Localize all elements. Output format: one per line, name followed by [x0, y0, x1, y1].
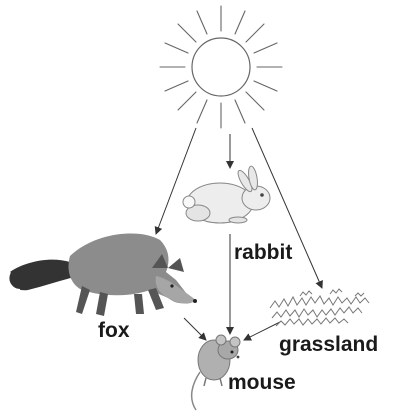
rabbit-icon	[183, 165, 270, 223]
arrow-grassland-to-mouse	[244, 322, 280, 340]
mouse-label: mouse	[228, 372, 296, 393]
arrow-fox-to-mouse	[184, 318, 206, 340]
fox-label: fox	[98, 320, 130, 341]
rabbit-label: rabbit	[234, 242, 292, 263]
grassland-icon	[270, 289, 369, 326]
fox-icon	[8, 233, 197, 316]
grassland-label: grassland	[279, 334, 378, 355]
sun-icon	[160, 6, 282, 128]
